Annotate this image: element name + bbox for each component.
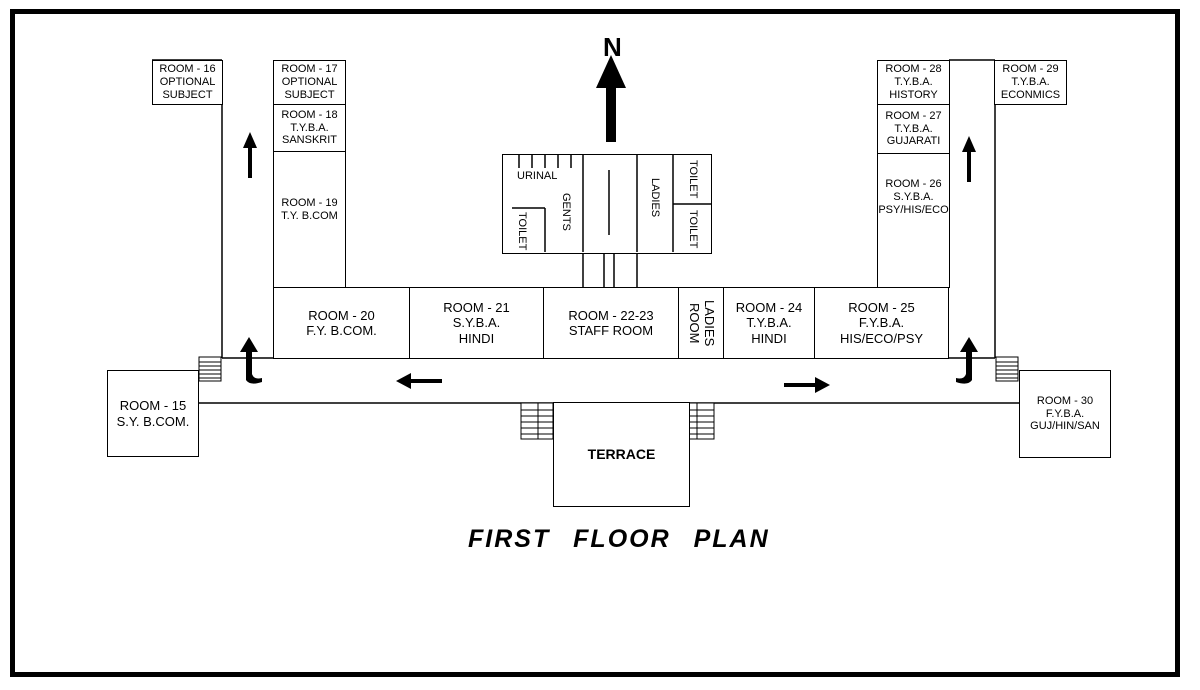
corridor-arrow-up-right-icon xyxy=(962,136,976,182)
stairs-right xyxy=(995,356,1019,382)
urinal-label: URINAL xyxy=(517,170,558,182)
corridor-arrow-up-left-icon xyxy=(243,132,257,178)
stairs-terrace-left xyxy=(520,402,554,440)
ladies-toilet-label: LADIES xyxy=(649,178,661,218)
toilet-label-2: TOILET xyxy=(687,210,699,249)
plan-title: FIRST FLOOR PLAN xyxy=(468,525,770,553)
curved-arrow-left-icon xyxy=(240,337,262,384)
toilet-label-3: TOILET xyxy=(516,212,528,251)
north-arrow-icon xyxy=(596,55,626,142)
terrace: TERRACE xyxy=(553,402,690,507)
corridor-arrow-right-icon xyxy=(784,377,830,393)
stairs-left xyxy=(198,356,222,382)
corridor-arrow-left-icon xyxy=(396,373,442,389)
toilet-label-1: TOILET xyxy=(687,160,699,199)
curved-arrow-right-icon xyxy=(956,337,978,384)
toilet-block xyxy=(502,154,712,254)
drawing-border xyxy=(10,9,1180,677)
north-label: N xyxy=(603,32,622,62)
gents-label: GENTS xyxy=(560,193,572,231)
